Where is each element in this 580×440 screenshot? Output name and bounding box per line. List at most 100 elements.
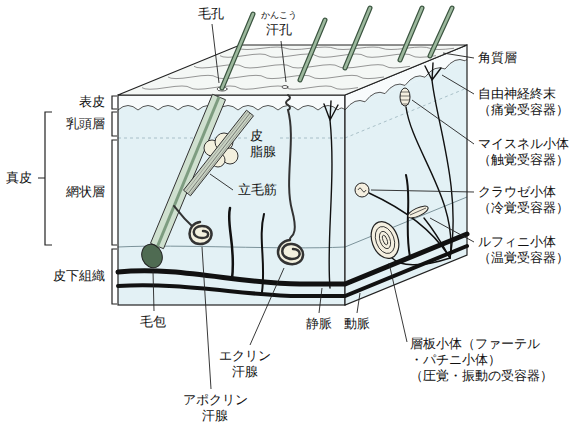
corpuscle-lamella [381, 235, 388, 246]
vein-branch [229, 208, 233, 279]
layer-label: 皮下組織 [53, 268, 105, 284]
bracket [112, 140, 117, 245]
label-anchor: アポクリン 汗腺 [182, 392, 249, 424]
label-anchor: 層板小体（ファーテル ・パチニ小体） （圧覚・振動の受容器） [410, 336, 555, 384]
part-label: 角質層 [478, 50, 517, 66]
sweat-glands [174, 86, 303, 265]
nerves [324, 63, 453, 288]
hair-shaft-outline [222, 14, 253, 88]
part-label: 汗孔 [266, 22, 292, 38]
leader-line [202, 247, 211, 389]
label-anchor: 静脈 [306, 316, 332, 332]
leader-line [319, 288, 322, 313]
hair-shaft [345, 8, 370, 68]
label-anchor: 皮 脂腺 [248, 128, 280, 160]
eccrine-duct [286, 95, 295, 240]
label-anchor: 自由神経終末 （痛覚受容器） [478, 86, 571, 118]
label-anchor: 角質層 [478, 50, 517, 66]
leader-line [212, 24, 219, 83]
label-anchor: ルフィニ小体 （温覚受容器） [478, 234, 571, 266]
bracket [112, 96, 117, 109]
meissner-corpuscle [400, 88, 410, 106]
part-label: エクリン 汗腺 [218, 348, 272, 380]
front-face [118, 95, 345, 305]
hair-shaft-outline [300, 20, 325, 80]
corpuscle-lamella [372, 224, 398, 256]
hair-bulb [138, 241, 166, 271]
part-label: ルフィニ小体 （温覚受容器） [478, 234, 571, 266]
hair-shaft-outline [430, 8, 452, 56]
leader-line [210, 174, 233, 190]
corneum-line [138, 86, 362, 89]
apocrine-coil [190, 222, 212, 244]
free-nerve-ending [324, 101, 338, 120]
part-label: アポクリン 汗腺 [182, 392, 249, 424]
hair-shaft [300, 20, 325, 80]
label-anchor: 網状層 [66, 184, 105, 200]
artery-branch [262, 214, 264, 292]
part-label: 毛孔 [198, 6, 224, 22]
part-label: クラウゼ小体 （冷覚受容器） [478, 184, 571, 216]
hair-shaft [430, 8, 452, 56]
label-anchor: 汗孔 [266, 22, 292, 38]
receptors [355, 88, 430, 262]
muscle-fiber [189, 113, 251, 193]
vein [118, 234, 467, 284]
part-label: 静脈 [306, 316, 332, 332]
layer-boundary [345, 88, 467, 138]
hair-follicle [138, 94, 225, 271]
corpuscle-lamella [377, 230, 393, 250]
label-anchor: 乳頭層 [66, 116, 105, 132]
epidermis-fill [118, 95, 345, 110]
label-anchor: マイスネル小体 （触覚受容器） [478, 136, 571, 168]
part-label: 層板小体（ファーテル ・パチニ小体） （圧覚・振動の受容器） [410, 336, 555, 384]
eccrine-coil [278, 240, 303, 264]
sweat-pore [282, 86, 288, 89]
leader-line [389, 263, 407, 342]
dermis-fill [118, 95, 345, 305]
part-label: マイスネル小体 （触覚受容器） [478, 136, 571, 168]
label-anchor: 表皮 [79, 94, 105, 110]
label-anchor: 毛孔 [198, 6, 224, 22]
ruby-reading: かんこう [261, 10, 297, 20]
free-nerve-ending [425, 63, 441, 80]
hair-shaft [400, 8, 422, 60]
label-anchor: 動脈 [344, 316, 370, 332]
corpuscle-detail [358, 188, 366, 192]
nerve-fiber [392, 258, 450, 265]
krause-bulb [355, 183, 369, 197]
label-anchor: 毛包 [140, 314, 166, 330]
leader-line [371, 190, 474, 192]
ruffini-corpuscle [406, 204, 429, 221]
corneum-line [164, 75, 388, 78]
corneum-line [235, 47, 457, 49]
leader-line [153, 271, 154, 311]
leader-line [281, 41, 286, 82]
part-label: 毛包 [140, 314, 166, 330]
apocrine-duct [174, 206, 192, 226]
leader-line [412, 100, 474, 144]
hair-shaft-outline [345, 8, 370, 68]
hair-shaft-outline [400, 8, 422, 60]
label-anchor: クラウゼ小体 （冷覚受容器） [478, 184, 571, 216]
label-anchor: 立毛筋 [236, 182, 279, 198]
muscle-fiber [186, 112, 248, 192]
hair-shafts [217, 8, 452, 91]
hair-shaft [222, 14, 253, 88]
part-label: 皮 脂腺 [248, 128, 280, 160]
leader-lines [153, 24, 474, 389]
label-anchor: かんこう [261, 10, 297, 20]
hair-root [156, 97, 219, 250]
label-anchor: 皮下組織 [53, 268, 105, 284]
layer-label: 網状層 [66, 184, 105, 200]
leader-line [357, 293, 360, 313]
leader-line [430, 218, 474, 242]
leader-line [250, 268, 284, 345]
nerve-fiber [432, 80, 453, 258]
corneum-line [216, 54, 440, 57]
layer-brackets [38, 96, 117, 304]
layer-label: 真皮 [6, 170, 32, 186]
label-anchor: エクリン 汗腺 [218, 348, 272, 380]
corneum-line [190, 65, 414, 68]
leader-line [442, 75, 474, 94]
